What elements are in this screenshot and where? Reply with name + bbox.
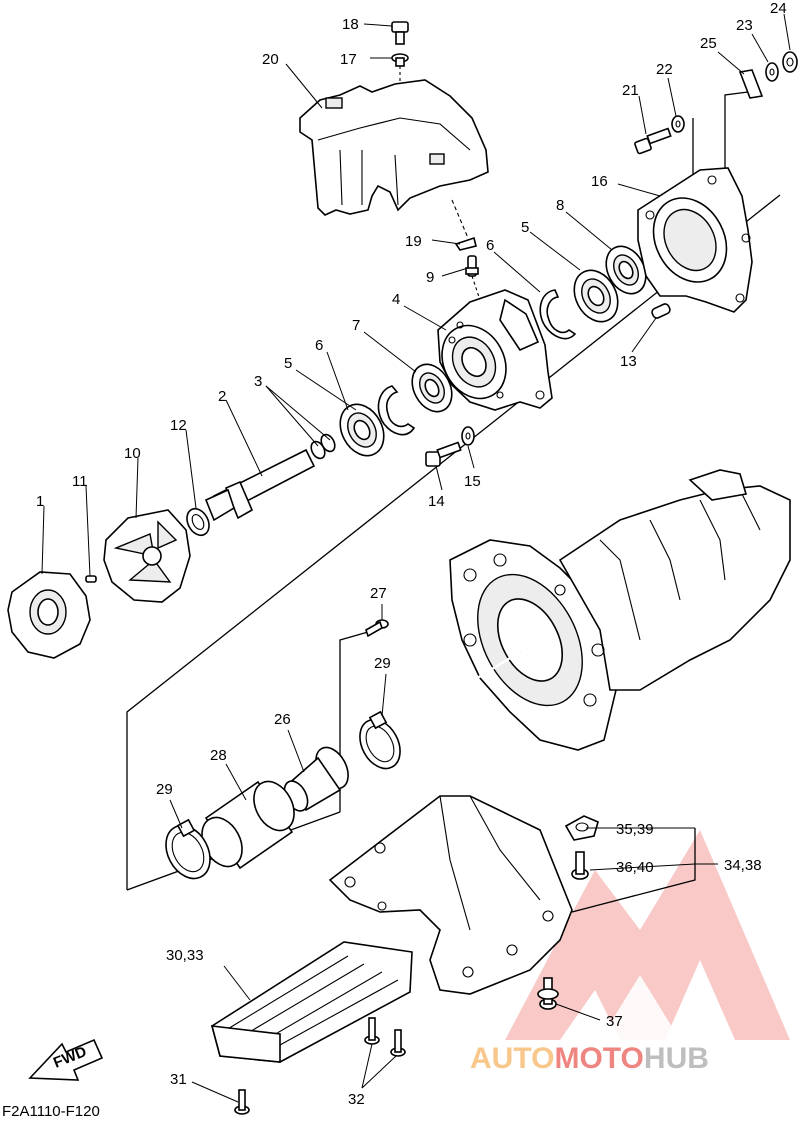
coupler-part-1 xyxy=(7,571,91,659)
impeller-part-10 xyxy=(103,509,191,603)
callout-29-upper: 29 xyxy=(374,655,391,672)
callout-8: 8 xyxy=(556,197,564,214)
ring-part-12 xyxy=(186,507,210,537)
callout-29-lower: 29 xyxy=(156,781,173,798)
seal-part-7 xyxy=(411,363,453,413)
intake-grate-part-30 xyxy=(210,941,413,1063)
callout-36-40: 36,40 xyxy=(616,859,654,876)
bolt-part-21 xyxy=(634,127,672,155)
bearing-part-5-lower xyxy=(339,403,385,457)
callout-19: 19 xyxy=(405,233,422,250)
callout-31: 31 xyxy=(170,1071,187,1088)
watermark-logo xyxy=(505,830,790,1040)
clamp-part-29-upper xyxy=(359,710,401,770)
callout-24: 24 xyxy=(770,0,787,17)
plate-part-16 xyxy=(637,167,753,313)
callout-10: 10 xyxy=(124,445,141,462)
washer-part-17 xyxy=(391,53,409,67)
clamp-part-29-lower xyxy=(165,818,211,880)
callout-37: 37 xyxy=(606,1013,623,1030)
jet-pump-assembly xyxy=(449,469,791,751)
ride-plate-part-34 xyxy=(328,795,573,995)
callout-25: 25 xyxy=(700,35,717,52)
callout-34-38: 34,38 xyxy=(724,857,762,874)
washer-part-15 xyxy=(461,426,475,446)
sleeve-part-26 xyxy=(283,746,349,812)
screw-part-36 xyxy=(571,851,589,880)
callout-6-lower: 6 xyxy=(315,337,323,354)
callout-17: 17 xyxy=(340,51,357,68)
cover-part-20 xyxy=(299,79,489,216)
screw-part-31 xyxy=(234,1089,250,1115)
seal-part-8 xyxy=(605,245,647,295)
callout-5-lower: 5 xyxy=(284,355,292,372)
watermark-part3: HUB xyxy=(644,1042,709,1075)
housing-part-4 xyxy=(437,289,553,411)
callout-1: 1 xyxy=(36,493,44,510)
callout-21: 21 xyxy=(622,82,639,99)
watermark-text: AUTOMOTOHUB xyxy=(470,1042,709,1075)
circlip-part-6-upper xyxy=(539,289,577,340)
callout-4: 4 xyxy=(392,291,400,308)
callout-27: 27 xyxy=(370,585,387,602)
diagram-code: F2A1110-F120 xyxy=(2,1103,100,1120)
callout-labels: 18 17 20 24 23 25 22 21 16 8 5 19 6 9 4 … xyxy=(36,0,787,1108)
callout-22: 22 xyxy=(656,61,673,78)
callout-28: 28 xyxy=(210,747,227,764)
nut-part-24 xyxy=(782,51,798,73)
fwd-arrow-icon: FWD xyxy=(28,1038,104,1081)
callout-30-33: 30,33 xyxy=(166,947,204,964)
callout-26: 26 xyxy=(274,711,291,728)
washer-part-22 xyxy=(671,115,685,133)
callout-14: 14 xyxy=(428,493,445,510)
callout-9: 9 xyxy=(426,269,434,286)
callout-35-39: 35,39 xyxy=(616,821,654,838)
callout-23: 23 xyxy=(736,17,753,34)
circlip-part-6-lower xyxy=(377,385,416,436)
svg-text:AUTOMOTOHUB: AUTOMOTOHUB xyxy=(470,1042,709,1075)
callout-11: 11 xyxy=(72,473,88,490)
bolt-part-14 xyxy=(425,441,462,467)
callout-2: 2 xyxy=(218,388,226,405)
watermark-part2: MOTO xyxy=(554,1042,643,1075)
hose-part-28 xyxy=(201,780,295,870)
callout-16: 16 xyxy=(591,173,608,190)
washer-part-23 xyxy=(765,62,779,82)
callout-20: 20 xyxy=(262,51,279,68)
callout-7: 7 xyxy=(352,317,360,334)
leader-lines xyxy=(41,13,791,1103)
callout-32: 32 xyxy=(348,1091,365,1108)
callout-18: 18 xyxy=(342,16,359,33)
bracket-part-25 xyxy=(738,69,764,99)
screws-part-32 xyxy=(364,1017,406,1057)
pin-part-9 xyxy=(465,255,481,301)
dowel-part-13 xyxy=(651,303,671,319)
callout-5-upper: 5 xyxy=(521,219,529,236)
bolt-part-18 xyxy=(391,21,409,45)
bearing-part-5-upper xyxy=(573,269,619,323)
watermark-part1: AUTO xyxy=(470,1042,554,1075)
rubber-part-35 xyxy=(564,815,599,841)
callout-12: 12 xyxy=(170,417,187,434)
callout-13: 13 xyxy=(620,353,637,370)
pin-part-11 xyxy=(85,575,97,583)
shaft-part-2 xyxy=(204,448,316,522)
callout-3: 3 xyxy=(254,373,262,390)
o-rings-part-3 xyxy=(310,433,336,460)
screw-part-27 xyxy=(365,619,389,638)
callout-6-upper: 6 xyxy=(486,237,494,254)
callout-15: 15 xyxy=(464,473,481,490)
bolt-part-37 xyxy=(537,977,559,1010)
clip-part-19 xyxy=(454,236,477,251)
